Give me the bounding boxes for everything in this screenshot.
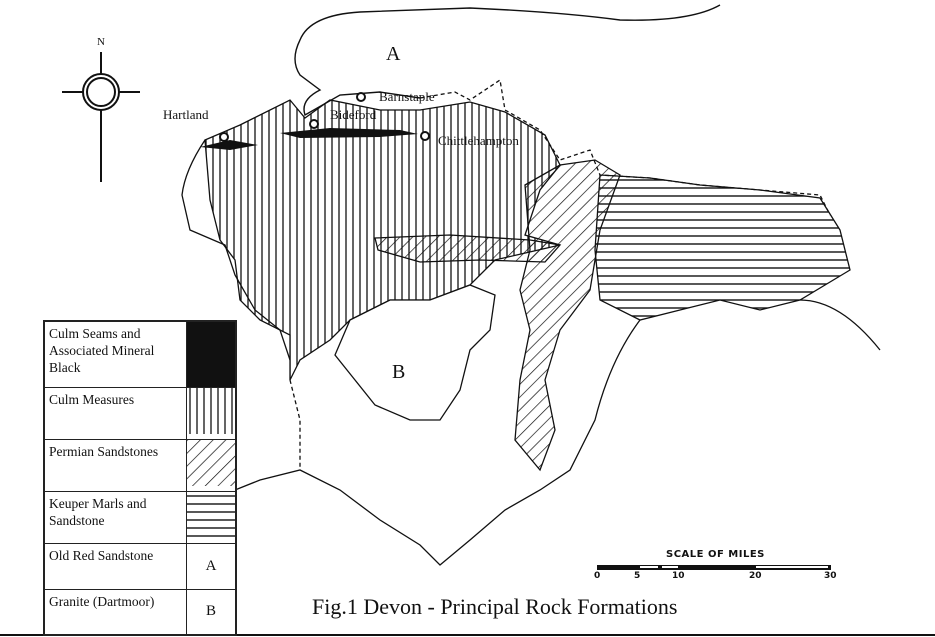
place-label-hartland: Hartland <box>163 107 209 122</box>
scale-tick: 30 <box>824 571 837 581</box>
legend-swatch-culm-measures <box>186 386 237 440</box>
legend-swatch-permian <box>186 438 237 492</box>
legend-label: Culm Measures <box>43 386 187 440</box>
legend-swatch-culm-seams <box>186 320 237 388</box>
region-keuper <box>594 174 851 321</box>
legend-label: Culm Seams and Associated Mineral Black <box>43 320 187 388</box>
region-culm-seams <box>200 128 418 150</box>
scale-tick: 0 <box>594 571 601 581</box>
town-markers <box>219 92 430 142</box>
south-coastline <box>234 299 881 566</box>
legend-swatch-keuper <box>186 490 237 544</box>
compass-rose-icon <box>62 52 140 182</box>
scale-tick: 10 <box>672 571 685 581</box>
legend-swatch-a: A <box>186 542 237 590</box>
region-old-red-sandstone <box>294 4 721 117</box>
legend-label: Permian Sandstones <box>43 438 187 492</box>
compass-north-label: N <box>97 36 105 48</box>
place-label-bideford: Bideford <box>330 107 377 122</box>
legend-swatch-b: B <box>186 588 237 636</box>
scale-title: SCALE OF MILES <box>666 549 765 560</box>
west-coastline <box>181 139 291 361</box>
scale-bar <box>597 565 831 570</box>
place-label-barnstaple: Barnstaple <box>379 89 435 104</box>
scale-tick: 20 <box>749 571 762 581</box>
region-permian-east <box>514 159 621 472</box>
legend: Culm Seams and Associated Mineral Black … <box>43 320 237 636</box>
scale-tick: 5 <box>634 571 641 581</box>
region-label-b: B <box>392 361 406 383</box>
figure-title: Fig.1 Devon - Principal Rock Formations <box>312 594 678 619</box>
legend-label: Keuper Marls and Sandstone <box>43 490 187 544</box>
region-label-a: A <box>386 43 401 65</box>
legend-label: Old Red Sandstone <box>43 542 187 590</box>
county-border-west <box>289 379 301 470</box>
legend-label: Granite (Dartmoor) <box>43 588 187 636</box>
region-granite-dartmoor <box>334 284 496 421</box>
place-label-chittlehampton: Chittlehampton <box>438 133 519 148</box>
county-border-north <box>419 78 831 216</box>
